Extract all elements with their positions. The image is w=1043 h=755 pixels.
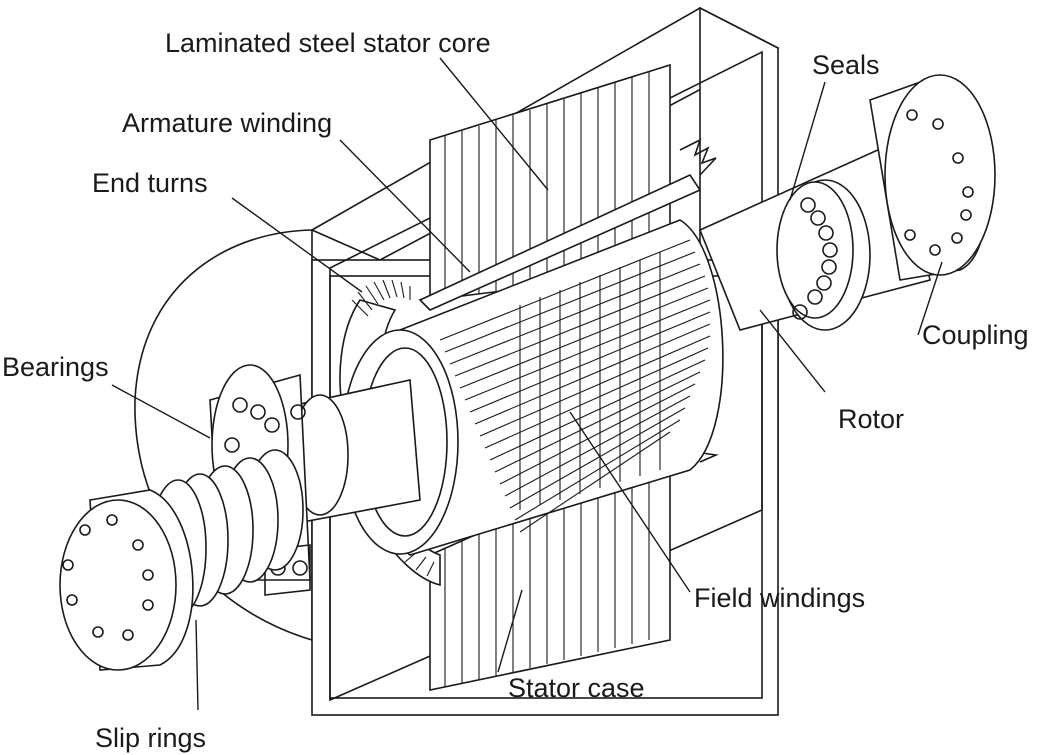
coupling (869, 74, 996, 281)
leader-armature-winding (339, 139, 471, 273)
leader-lines (111, 57, 943, 711)
leader-bearings (111, 384, 211, 439)
leader-field-windings (569, 411, 691, 593)
label-bearings: Bearings (2, 352, 109, 382)
label-seals: Seals (812, 50, 880, 80)
leader-stator-case (497, 589, 523, 673)
label-rotor: Rotor (838, 404, 905, 434)
leader-end-turns (231, 197, 363, 293)
leader-slip-rings (195, 619, 199, 711)
label-coupling: Coupling (922, 320, 1029, 350)
label-stator-core: Laminated steel stator core (165, 28, 491, 58)
shaft-flange-left (59, 489, 194, 671)
label-end-turns: End turns (92, 168, 208, 198)
leader-rotor (759, 309, 826, 393)
leader-stator-core (439, 57, 549, 191)
seals (776, 181, 854, 320)
label-slip-rings: Slip rings (95, 723, 207, 753)
leader-coupling (917, 261, 943, 336)
leader-seals (789, 81, 826, 201)
field-windings (439, 239, 711, 533)
label-field-windings: Field windings (694, 583, 866, 613)
label-stator-case: Stator case (508, 673, 645, 703)
label-armature-winding: Armature winding (122, 108, 333, 138)
